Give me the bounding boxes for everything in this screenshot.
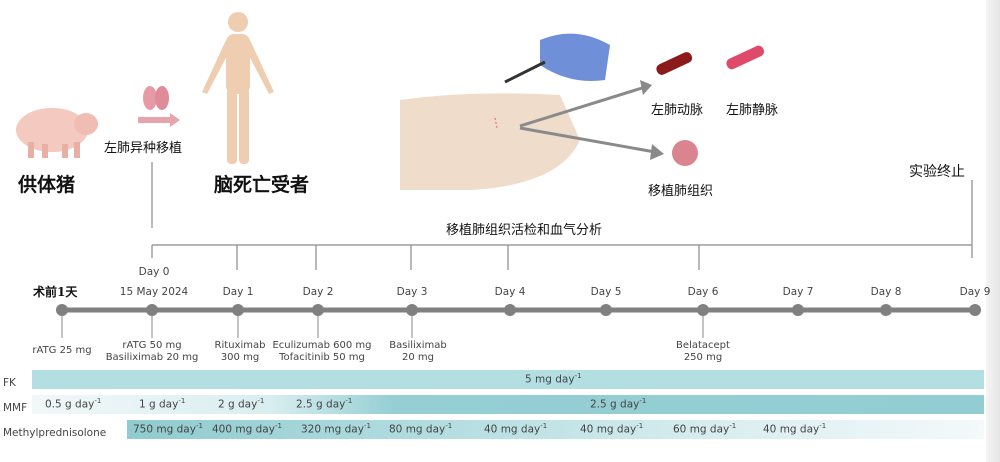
pre-op-label: 术前1天 (33, 285, 78, 299)
day-label: Day 8 (870, 286, 902, 298)
timeline-dot (406, 304, 418, 316)
day-label: Day 2 (302, 286, 334, 298)
transplant-label: 左肺异种移植 (104, 141, 183, 156)
bracket (151, 162, 973, 270)
day-label: Day 4 (494, 286, 526, 298)
fk-label: FK (3, 377, 16, 389)
timeline-dot (504, 304, 516, 316)
day-label: Day 7 (782, 286, 814, 298)
mp-bar: 750 mg day-1 400 mg day-1 320 mg day-1 8… (127, 420, 984, 439)
timeline-dot (880, 304, 892, 316)
recipient-label: 脑死亡受者 (214, 174, 310, 196)
day-label: Day 3 (396, 286, 428, 298)
timeline-dot (232, 304, 244, 316)
day-label: Day 6 (687, 286, 719, 298)
end-label: 实验终止 (909, 164, 965, 180)
timeline-dot (312, 304, 324, 316)
mmf-bar: 0.5 g day-1 1 g day-1 2 g day-1 2.5 g da… (32, 395, 984, 414)
arrow-icon (138, 113, 180, 127)
illustrations (16, 12, 973, 270)
dose: 5 mg day-1 (525, 372, 582, 386)
timeline-dot (600, 304, 612, 316)
artery-label: 左肺动脉 (651, 103, 704, 118)
tissue-label: 移植肺组织 (648, 184, 714, 199)
mmf-label: MMF (3, 402, 28, 414)
arrow-icon (519, 80, 664, 160)
pig-icon (16, 108, 98, 158)
human-icon (202, 12, 274, 164)
timeline-dot (697, 304, 709, 316)
gloved-hand-icon (504, 33, 610, 84)
day-label: Day 1 (222, 286, 254, 298)
arm-icon (400, 93, 580, 190)
scroll-edge (986, 0, 1000, 462)
day-label: Day 9 (959, 286, 991, 298)
donor-label: 供体猪 (18, 174, 76, 196)
timeline-dot (969, 304, 981, 316)
lung-icon (143, 86, 169, 110)
day-label: Day 0 (138, 266, 170, 278)
biopsy-label: 移植肺组织活检和血气分析 (446, 223, 603, 238)
blood-tube-icon (656, 52, 693, 75)
timeline-dot (792, 304, 804, 316)
mp-label: Methylprednisolone (3, 427, 107, 439)
timeline-dot (56, 304, 68, 316)
timeline-dot (146, 304, 158, 316)
drug-label: rATG 25 mg (32, 345, 92, 356)
blood-tube-icon (726, 45, 765, 70)
day0-date: 15 May 2024 (119, 286, 189, 298)
tissue-icon (672, 140, 698, 166)
vein-label: 左肺静脉 (726, 103, 779, 118)
fk-bar: 5 mg day-1 (32, 370, 984, 389)
timeline (56, 304, 981, 338)
day-label: Day 5 (590, 286, 622, 298)
